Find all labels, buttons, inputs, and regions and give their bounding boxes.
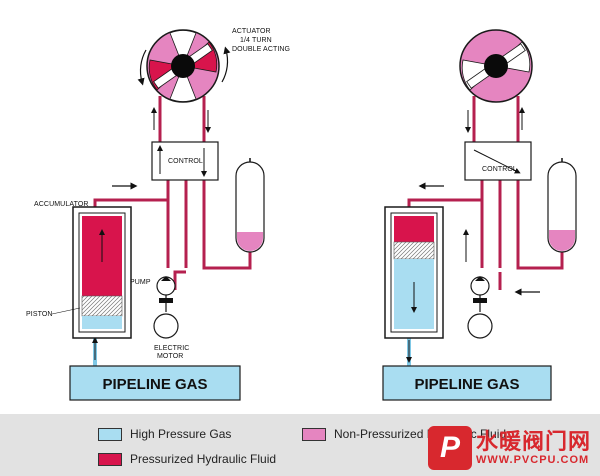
pump-label: PUMP (130, 279, 151, 286)
legend: High Pressure Gas Pressurized Hydraulic … (0, 414, 600, 476)
left-hydraulic-pipes (93, 96, 252, 290)
right-control-valve (464, 141, 532, 181)
electric-motor-label-line1: ELECTRIC (154, 345, 189, 352)
electric-motor-label-line2: MOTOR (157, 353, 183, 360)
right-control-label: CONTROL (482, 166, 517, 173)
left-pump-motor (153, 276, 179, 339)
accumulator-label: ACCUMULATOR (34, 201, 89, 208)
legend-label-pressurized-hydraulic-fluid: Pressurized Hydraulic Fluid (130, 452, 277, 466)
piston-label: PISTON (26, 311, 53, 318)
right-pump-motor (467, 276, 493, 339)
watermark-logo: P (428, 426, 472, 470)
left-reservoir-tank (235, 158, 265, 253)
actuator-label-line2: 1/4 TURN (240, 37, 272, 44)
legend-item-high-pressure-gas: High Pressure Gas (98, 426, 231, 442)
legend-label-high-pressure-gas: High Pressure Gas (130, 427, 232, 441)
left-pipeline-gas (69, 365, 241, 401)
left-control-label: CONTROL (168, 158, 203, 165)
legend-item-pressurized-hydraulic-fluid: Pressurized Hydraulic Fluid (98, 451, 276, 467)
right-pipeline-gas (382, 365, 552, 401)
watermark-brand: 水暖阀门网 (476, 430, 592, 455)
right-schematic: CONTROL PIPELINE GAS (382, 29, 577, 401)
watermark-url: WWW.PVCPU.COM (476, 454, 590, 466)
right-pipeline-gas-label: PIPELINE GAS (414, 376, 519, 393)
legend-swatch-pressurized-hydraulic-fluid (98, 452, 122, 466)
left-actuator (137, 29, 231, 103)
left-control-valve (151, 141, 219, 181)
right-accumulator (384, 206, 444, 339)
left-schematic: ACTUATOR 1/4 TURN DOUBLE ACTING CONTROL … (26, 28, 290, 401)
legend-swatch-non-pressurized-hydraulic-fluid (302, 427, 326, 441)
watermark: P 水暖阀门网 WWW.PVCPU.COM (428, 424, 596, 474)
right-actuator (459, 29, 533, 103)
legend-swatch-high-pressure-gas (98, 427, 122, 441)
actuator-label-line1: ACTUATOR (232, 28, 271, 35)
right-reservoir-tank (547, 158, 577, 253)
actuator-label-line3: DOUBLE ACTING (232, 46, 290, 53)
left-pipeline-gas-label: PIPELINE GAS (102, 376, 207, 393)
right-hydraulic-pipes (407, 96, 564, 290)
left-accumulator (72, 206, 132, 339)
